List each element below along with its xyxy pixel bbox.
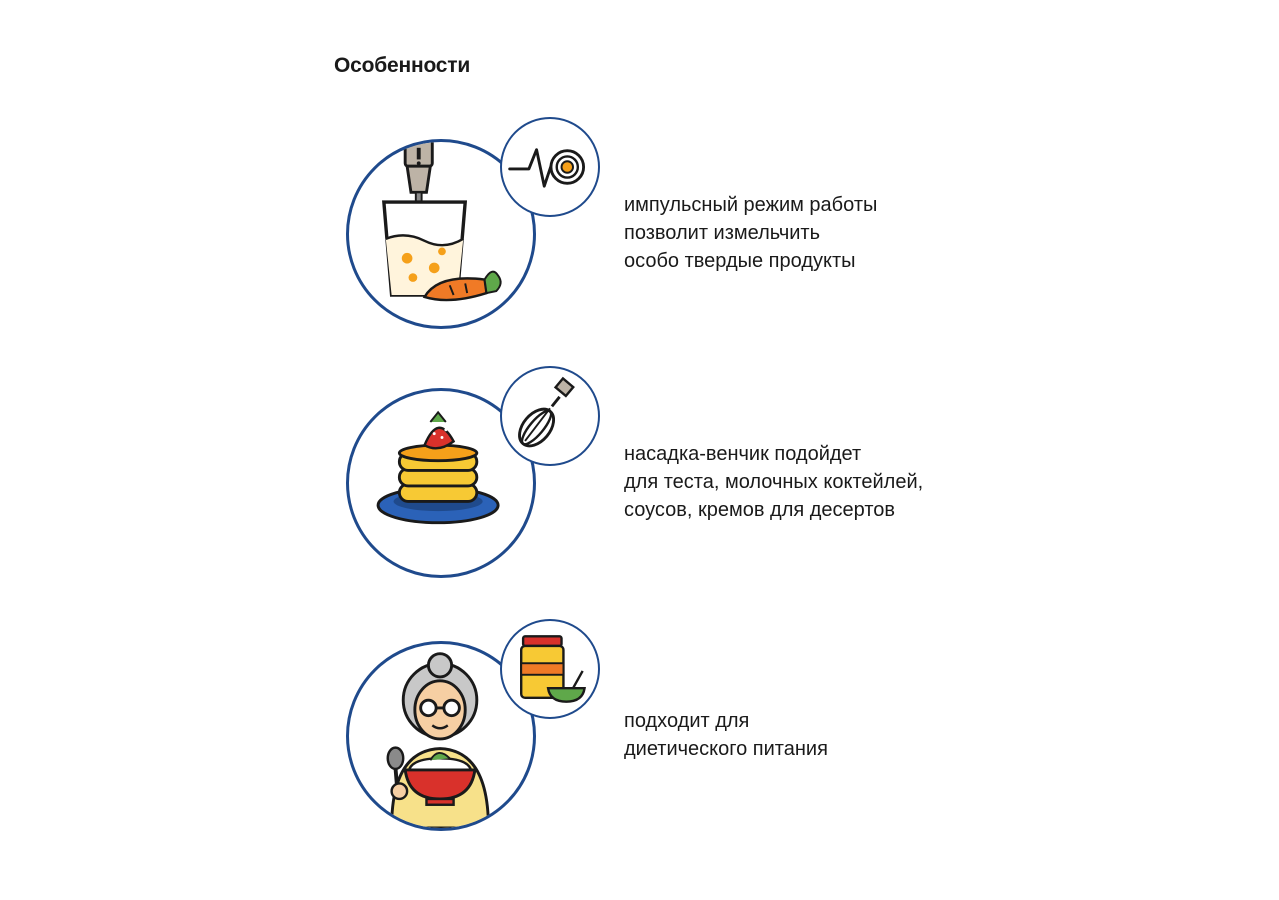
- feature-description: подходит для диетического питания: [624, 707, 828, 763]
- feature-line: импульсный режим работы: [624, 194, 878, 216]
- feature-line: для теста, молочных коктейлей,: [624, 471, 924, 493]
- feature-line: позволит измельчить: [624, 222, 821, 244]
- feature-description: импульсный режим работы позволит измельч…: [624, 191, 877, 275]
- pancakes-strawberry-icon: [346, 388, 536, 578]
- feature-line: подходит для: [624, 710, 750, 732]
- page-title: Особенности: [334, 54, 471, 77]
- feature-description: насадка-венчик подойдет для теста, молоч…: [624, 440, 923, 524]
- feature-whisk-attachment: насадка-венчик подойдет для теста, молоч…: [340, 366, 960, 588]
- baby-food-jar-icon: [500, 619, 600, 719]
- grandma-eating-icon: [346, 641, 536, 831]
- whisk-icon: [500, 366, 600, 466]
- feature-line: диетического питания: [624, 738, 828, 760]
- feature-pulse-mode: импульсный режим работы позволит измельч…: [340, 117, 960, 339]
- feature-diet-food: подходит для диетического питания: [340, 619, 960, 841]
- feature-line: соусов, кремов для десертов: [624, 499, 896, 521]
- pulse-target-icon: [500, 117, 600, 217]
- feature-line: особо твердые продукты: [624, 250, 856, 272]
- feature-line: насадка-венчик подойдет: [624, 443, 862, 465]
